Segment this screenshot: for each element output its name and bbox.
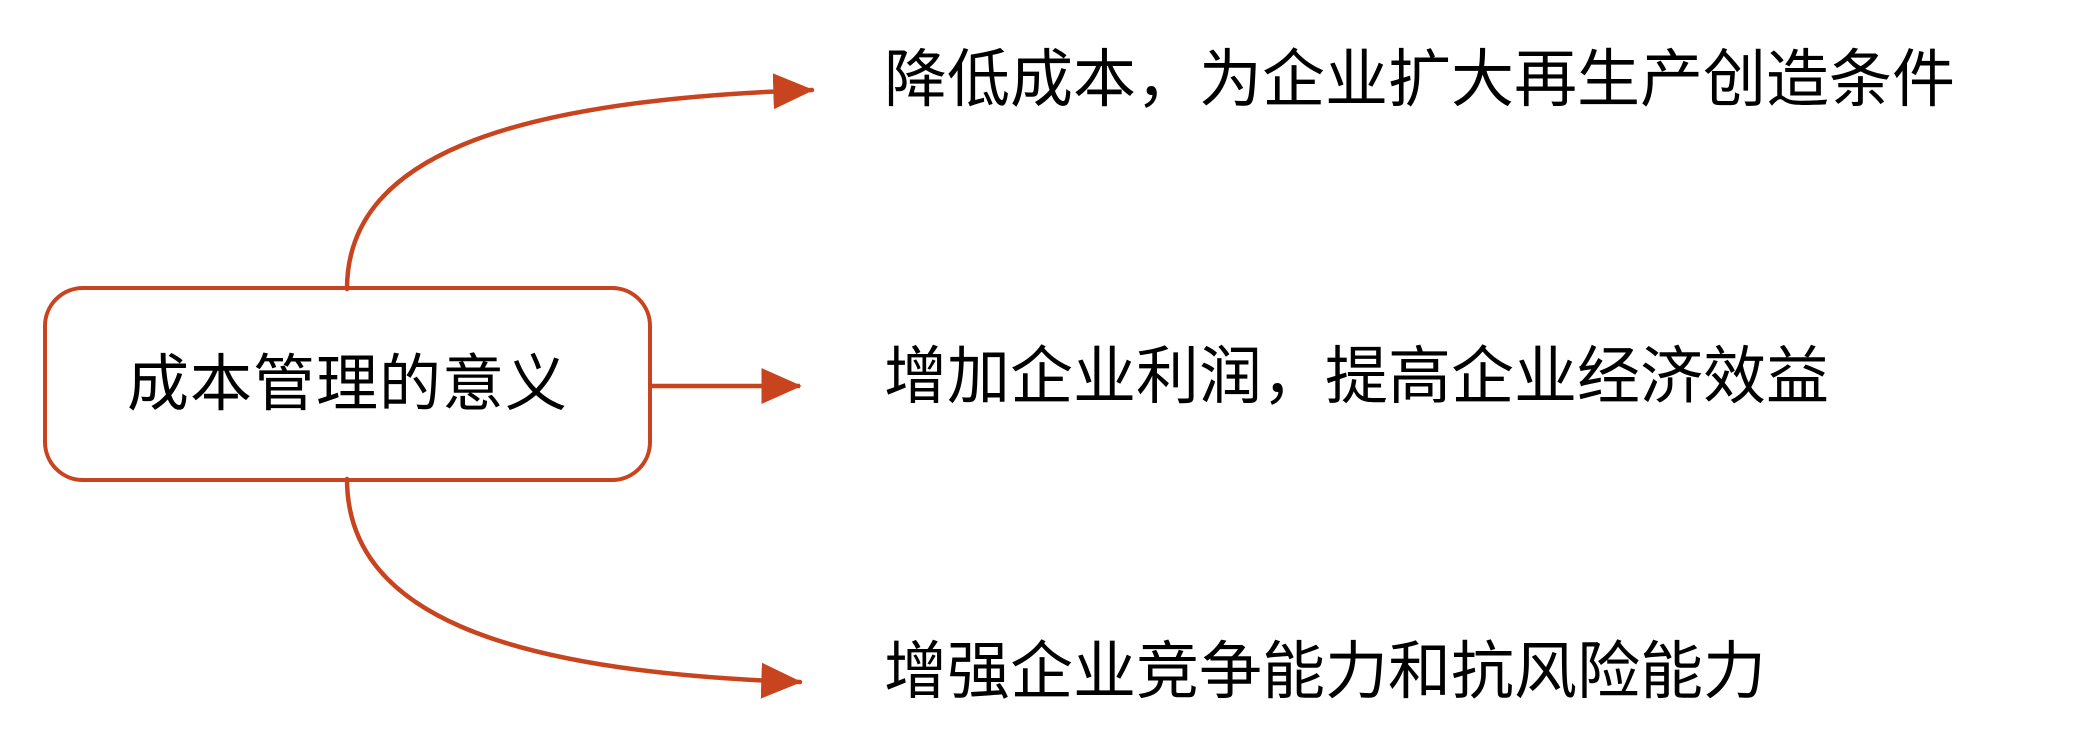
branch-label-2: 增强企业竞争能力和抗风险能力 — [884, 635, 1766, 708]
branch-connector-2 — [344, 476, 803, 699]
branch-label-1: 增加企业利润，提高企业经济效益 — [884, 340, 1829, 413]
central-node-label: 成本管理的意义 — [126, 347, 568, 420]
branch-label-0: 降低成本，为企业扩大再生产创造条件 — [884, 43, 1955, 116]
branch-connector-0 — [344, 73, 815, 292]
